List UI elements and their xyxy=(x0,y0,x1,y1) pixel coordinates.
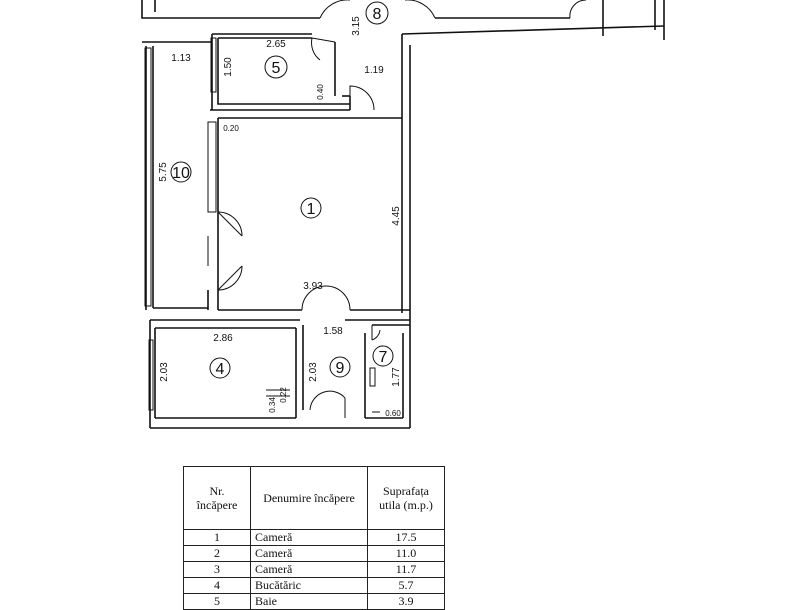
row-area: 11.7 xyxy=(367,561,445,578)
room-5-number: 5 xyxy=(272,60,281,77)
row-name: Cameră xyxy=(250,529,368,546)
room-9-circle xyxy=(329,356,351,378)
room-10-width: 1.13 xyxy=(171,53,191,64)
room-4-length: 2.03 xyxy=(159,362,170,382)
room-10-number: 10 xyxy=(172,165,190,182)
dim-kitchen-wall-b: 0.34 xyxy=(268,397,277,413)
col-header-area: Suprafața utila (m.p.) xyxy=(367,466,445,530)
row-nr: 3 xyxy=(183,561,251,578)
row-nr: 1 xyxy=(183,529,251,546)
row-area: 17.5 xyxy=(367,529,445,546)
col-header-name: Denumire încăpere xyxy=(250,466,368,530)
row-name: Baie xyxy=(250,593,368,610)
dim-bath-wall: 0.40 xyxy=(316,84,325,100)
room-area-table: Nr. încăpere Denumire încăpere Suprafața… xyxy=(183,466,445,610)
table-row: 3 Cameră 11.7 xyxy=(183,561,445,578)
room-1-length: 4.45 xyxy=(391,206,402,226)
room-5-width: 2.65 xyxy=(266,39,286,50)
room-10-circle xyxy=(170,161,192,183)
table-row: 2 Cameră 11.0 xyxy=(183,545,445,562)
room-7-number: 7 xyxy=(379,349,388,366)
row-area: 11.0 xyxy=(367,545,445,562)
table-row: 1 Cameră 17.5 xyxy=(183,529,445,546)
room-1-circle xyxy=(300,197,322,219)
table-header-row: Nr. încăpere Denumire încăpere Suprafața… xyxy=(183,466,445,530)
room-9-length: 2.03 xyxy=(308,362,319,382)
dim-door-1: 1.19 xyxy=(364,65,384,76)
room-8-circle xyxy=(365,1,389,25)
table-row: 5 Baie 3.9 xyxy=(183,593,445,610)
windows xyxy=(144,37,217,411)
room-8-number: 8 xyxy=(373,6,382,23)
room-1-number: 1 xyxy=(307,201,316,218)
room-10-length: 5.75 xyxy=(158,162,169,182)
doors xyxy=(207,0,587,418)
dim-wall-corner: 0.20 xyxy=(223,124,239,133)
room-8-length: 3.15 xyxy=(351,16,362,36)
room-labels: 1 4 5 7 8 9 10 xyxy=(170,1,394,379)
walls xyxy=(141,0,665,429)
room-9-width: 1.58 xyxy=(323,326,343,337)
room-4-circle xyxy=(209,357,231,379)
room-7-length: 1.77 xyxy=(391,367,402,387)
dim-wc-wall: 0.60 xyxy=(385,409,401,418)
dim-kitchen-wall-a: 0.22 xyxy=(279,387,288,403)
room-7-circle xyxy=(372,345,394,367)
floor-plan: 1 4 5 7 8 9 10 3.93 4.45 2.86 2.03 2.65 … xyxy=(141,0,665,429)
row-nr: 4 xyxy=(183,577,251,594)
col-header-nr: Nr. încăpere xyxy=(183,466,251,530)
room-4-width: 2.86 xyxy=(213,333,233,344)
row-nr: 2 xyxy=(183,545,251,562)
room-5-length: 1.50 xyxy=(223,57,234,77)
row-area: 5.7 xyxy=(367,577,445,594)
row-name: Cameră xyxy=(250,545,368,562)
room-9-number: 9 xyxy=(336,360,345,377)
table-row: 4 Bucătăric 5.7 xyxy=(183,577,445,594)
row-nr: 5 xyxy=(183,593,251,610)
room-5-circle xyxy=(264,55,288,79)
row-name: Bucătăric xyxy=(250,577,368,594)
room-1-width: 3.93 xyxy=(303,281,323,292)
row-name: Cameră xyxy=(250,561,368,578)
room-4-number: 4 xyxy=(216,361,225,378)
row-area: 3.9 xyxy=(367,593,445,610)
dimension-labels: 3.93 4.45 2.86 2.03 2.65 1.50 1.77 3.15 … xyxy=(158,16,402,418)
